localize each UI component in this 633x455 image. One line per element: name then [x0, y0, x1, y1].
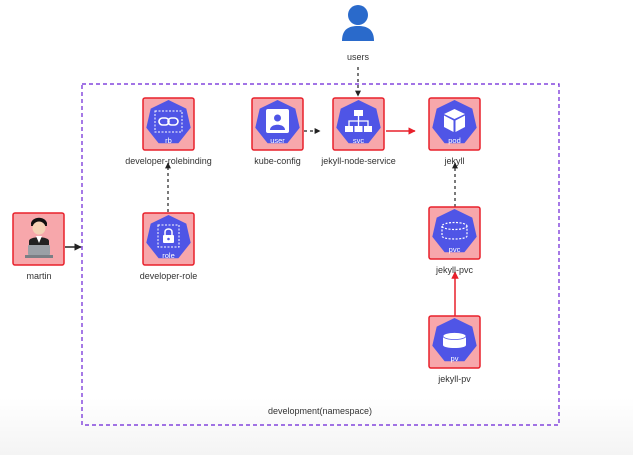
node-badge: pod: [448, 136, 461, 145]
node-pv[interactable]: pv jekyll-pv: [428, 315, 481, 384]
node-label: developer-role: [140, 271, 198, 281]
node-martin[interactable]: martin: [12, 212, 65, 281]
node-label: martin: [26, 271, 51, 281]
node-rolebinding[interactable]: rb developer-rolebinding: [125, 97, 212, 166]
node-label: jekyll: [443, 156, 464, 166]
namespace-boundary: [81, 83, 560, 426]
user-silhouette-icon: [342, 5, 374, 41]
canvas-floor: [0, 398, 633, 455]
node-label: jekyll-pvc: [435, 265, 474, 275]
node-label: users: [347, 52, 370, 62]
link-icon: [154, 110, 183, 133]
node-badge: pvc: [449, 245, 461, 254]
namespace-label: development(namespace): [268, 406, 372, 416]
node-label: developer-rolebinding: [125, 156, 212, 166]
node-label: jekyll-pv: [437, 374, 471, 384]
node-badge: pv: [451, 354, 459, 363]
lock-icon: [157, 224, 180, 248]
user-badge-icon: [266, 109, 289, 133]
node-users[interactable]: users: [342, 5, 374, 62]
node-service[interactable]: svc jekyll-node-service: [320, 97, 396, 166]
node-role[interactable]: role developer-role: [140, 212, 198, 281]
node-badge: role: [162, 251, 175, 260]
node-pvc[interactable]: pvc jekyll-pvc: [428, 206, 481, 275]
node-pod[interactable]: pod jekyll: [428, 97, 481, 166]
disk-icon: [442, 332, 467, 348]
namespace-group[interactable]: development(namespace): [81, 83, 560, 426]
k8s-heptagon: [432, 209, 477, 253]
developer-person-icon: [25, 217, 53, 258]
cube-icon: [444, 109, 465, 132]
node-label: kube-config: [254, 156, 301, 166]
node-label: jekyll-node-service: [320, 156, 396, 166]
edges: [65, 67, 459, 316]
k8s-heptagon: [432, 100, 477, 144]
node-kubeconfig[interactable]: user kube-config: [251, 97, 304, 166]
node-badge: svc: [353, 136, 365, 145]
dashed-disk-icon: [441, 221, 468, 240]
node-badge: rb: [165, 136, 172, 145]
node-badge: user: [270, 136, 285, 145]
network-hierarchy-icon: [345, 110, 372, 132]
